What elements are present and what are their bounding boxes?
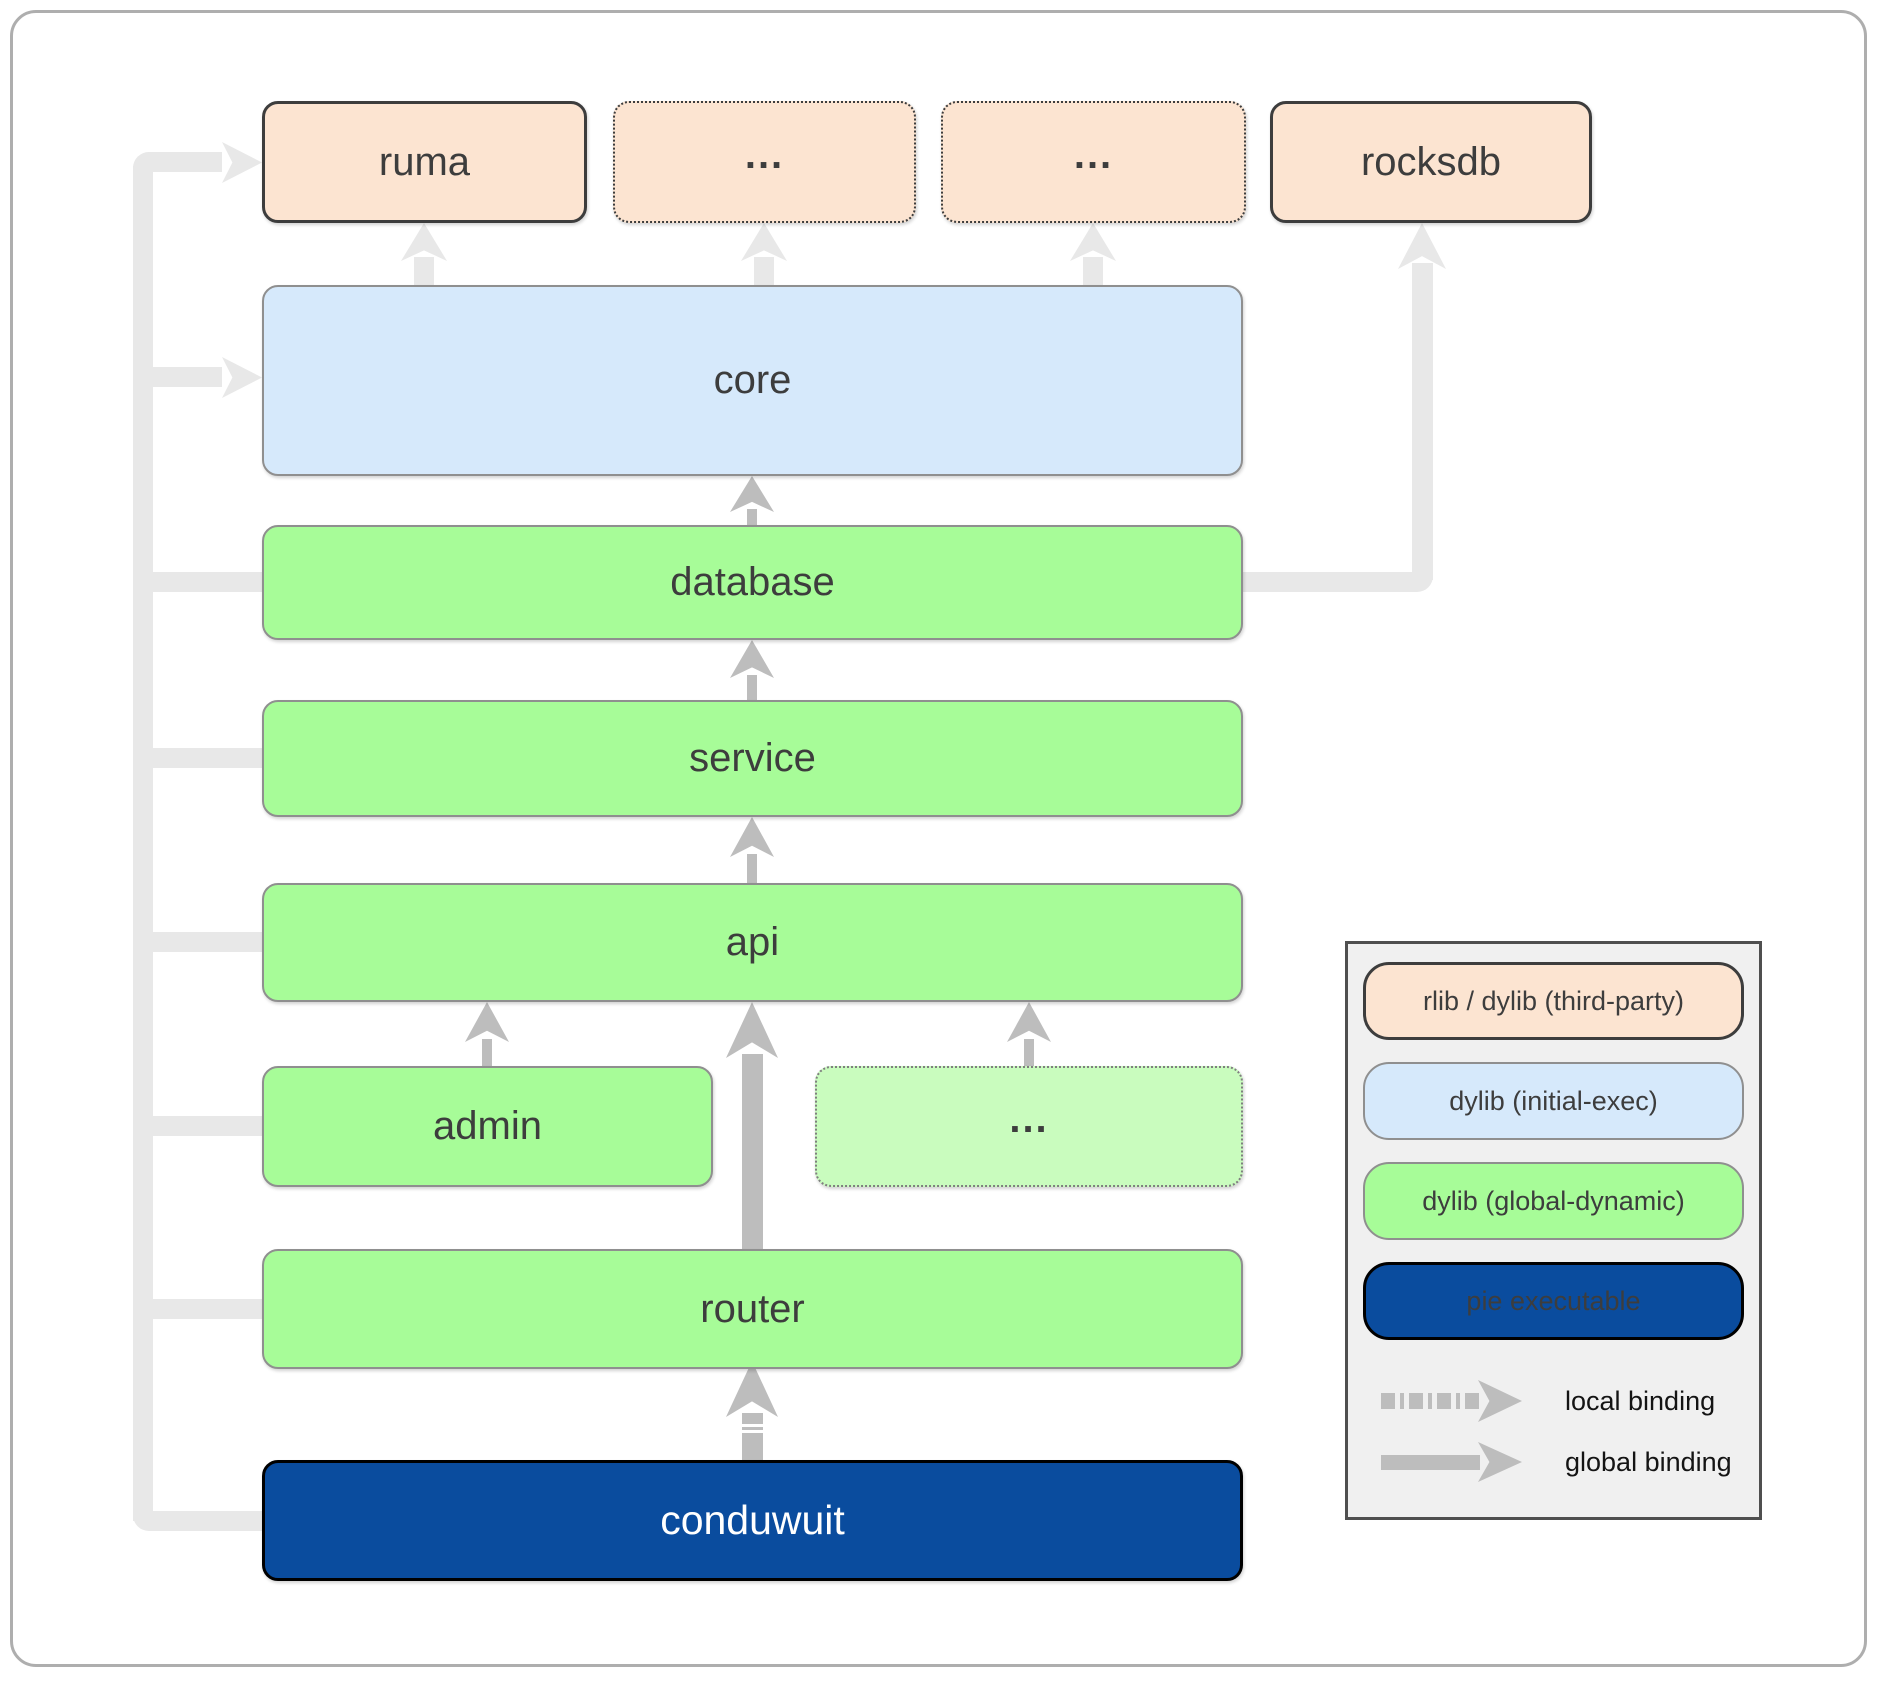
node-service-label: service [689,736,816,780]
page-border-frame [10,10,1867,1667]
node-api: api [262,883,1243,1002]
legend-local-binding-label: local binding [1565,1385,1716,1416]
node-router: router [262,1249,1243,1369]
node-rocksdb-label: rocksdb [1360,139,1502,184]
node-core: core [262,285,1243,476]
arrow-database-to-rocksdb-vertical [1412,263,1433,580]
left-stub-admin [153,1116,262,1136]
arrow-admin-to-api [465,1002,509,1066]
legend-global-binding-label: global binding [1565,1446,1732,1477]
node-conduwuit: conduwuit [262,1460,1243,1581]
legend-item-third-party-label: rlib / dylib (third-party) [1422,985,1685,1016]
node-rocksdb: rocksdb [1270,101,1592,223]
left-stub-service [153,748,262,768]
node-admin-label: admin [433,1104,542,1148]
arrow-core-to-ellipsis-2 [1070,223,1116,285]
node-ellipsis-top-1-label: ... [744,132,785,177]
left-stub-router [153,1299,262,1319]
node-conduwuit-label: conduwuit [660,1497,845,1543]
arrow-core-to-ellipsis-1 [741,223,787,285]
legend-item-initial-exec: dylib (initial-exec) [1363,1062,1744,1140]
node-ellipsis-mid-label: ... [1009,1097,1049,1141]
left-bundle-top-elbow [133,152,222,172]
node-core-label: core [713,358,792,402]
legend-item-third-party: rlib / dylib (third-party) [1363,962,1744,1040]
arrow-api-to-service [730,817,774,883]
node-service: service [262,700,1243,817]
node-admin: admin [262,1066,713,1187]
node-ellipsis-top-1: ... [613,101,916,223]
node-ruma: ruma [262,101,587,223]
arrow-conduwuit-to-router [726,1361,778,1460]
arrow-service-to-database [730,640,774,700]
node-ellipsis-top-2: ... [941,101,1246,223]
node-router-label: router [700,1286,805,1331]
arrow-database-to-core [730,476,774,525]
arrow-ellipsis-to-api [1007,1002,1051,1066]
left-stub-database [153,572,262,592]
node-ellipsis-top-2-label: ... [1073,132,1114,177]
arrow-database-to-rocksdb-horizontal [1243,572,1433,592]
legend-item-global-dynamic-label: dylib (global-dynamic) [1422,1185,1685,1216]
node-ellipsis-mid: ... [815,1066,1243,1187]
legend-item-pie-executable: pie executable [1363,1262,1744,1340]
legend-item-pie-executable-label: pie executable [1466,1285,1641,1316]
legend-item-initial-exec-label: dylib (initial-exec) [1449,1085,1658,1116]
left-bundle-bottom-elbow [133,1511,262,1531]
node-database: database [262,525,1243,640]
left-bundle-vertical-line [133,166,153,1521]
legend: rlib / dylib (third-party) dylib (initia… [1345,941,1762,1520]
node-ruma-label: ruma [378,139,471,184]
arrow-core-to-ruma [401,223,447,285]
left-stub-core [153,367,222,387]
node-api-label: api [725,920,780,964]
node-database-label: database [670,560,835,604]
arrow-router-to-api [726,1002,778,1249]
left-stub-api [153,932,262,952]
legend-item-global-dynamic: dylib (global-dynamic) [1363,1162,1744,1240]
